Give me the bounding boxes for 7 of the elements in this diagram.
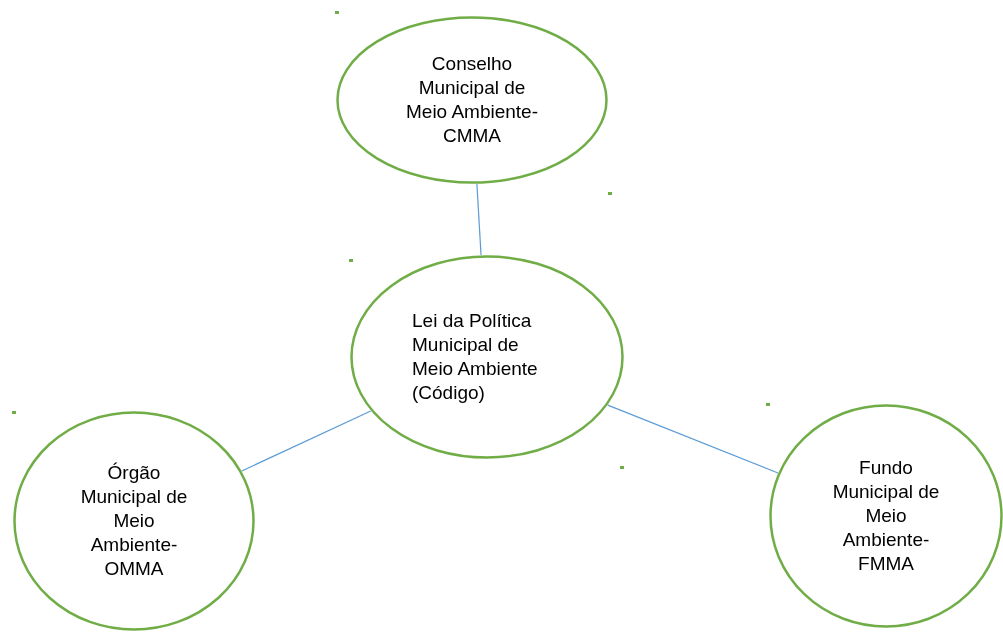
node-label: Conselho Municipal de Meio Ambiente- CMMA — [405, 52, 539, 148]
connector-line — [607, 404, 779, 474]
node-label: Fundo Municipal de Meio Ambiente- FMMA — [831, 456, 941, 576]
connector-line — [241, 410, 372, 472]
connector-line — [476, 183, 482, 256]
node-label: Lei da Política Municipal de Meio Ambiente (Código) — [412, 309, 539, 405]
node-label: Órgão Municipal de Meio Ambiente- OMMA — [79, 461, 189, 581]
